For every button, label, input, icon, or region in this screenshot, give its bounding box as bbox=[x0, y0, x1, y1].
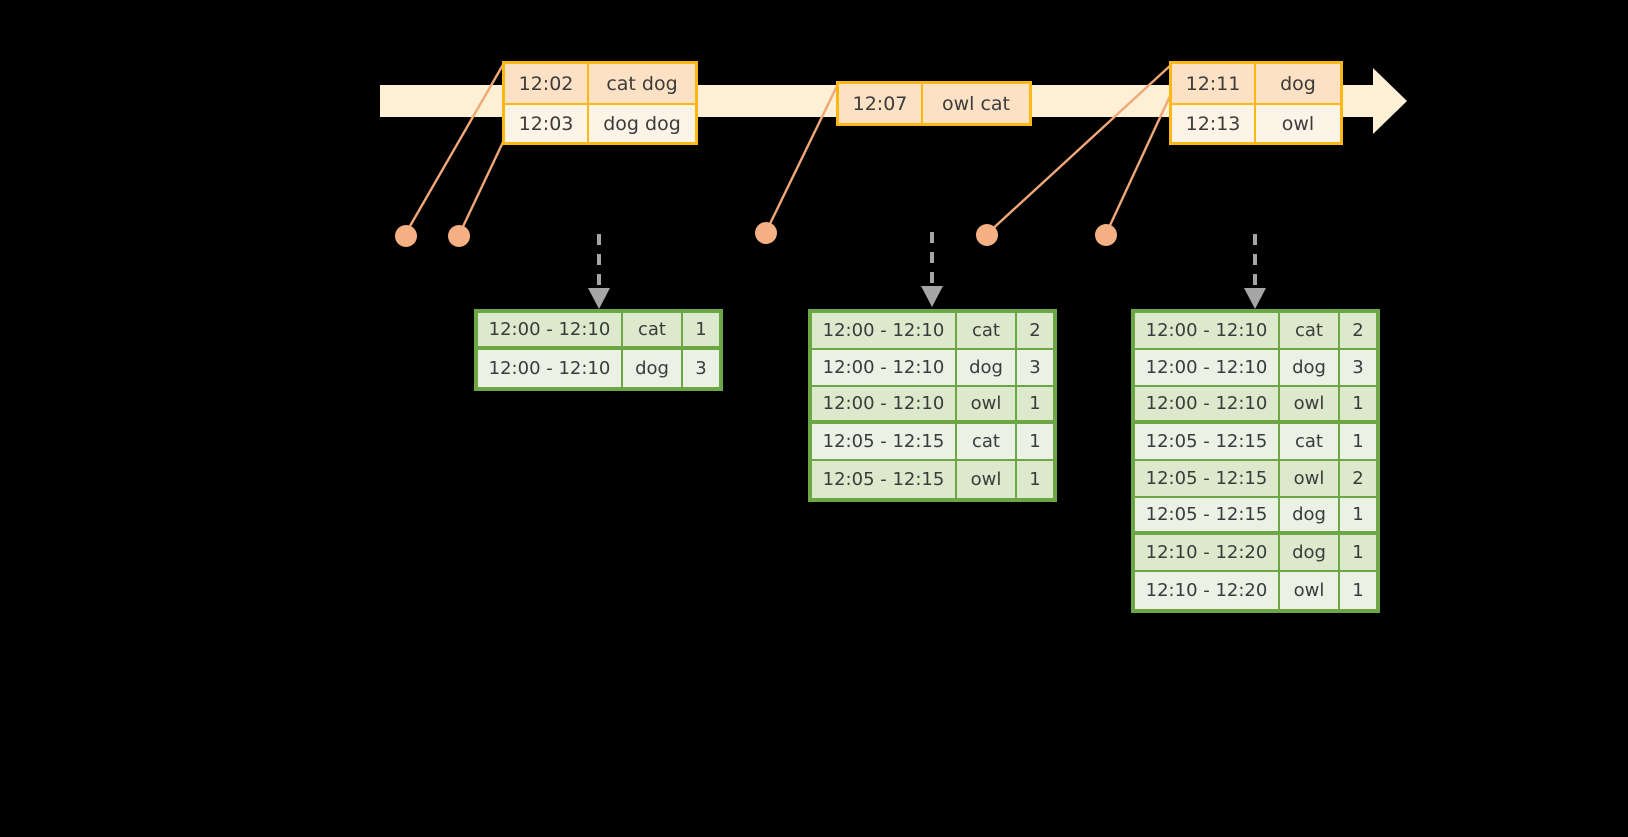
table-row: 12:10 - 12:20 dog 1 bbox=[1135, 535, 1376, 572]
result-arrow-1 bbox=[588, 234, 610, 309]
cell-count: 3 bbox=[1352, 357, 1364, 378]
table-row: 12:05 - 12:15 owl 1 bbox=[812, 461, 1053, 498]
event-dot-1 bbox=[395, 225, 417, 247]
cell-count: 1 bbox=[1352, 393, 1364, 414]
cell-key: dog bbox=[1280, 350, 1340, 385]
cell-window: 12:00 - 12:10 bbox=[812, 387, 957, 420]
cell-count: 3 bbox=[695, 358, 707, 379]
cell-key: cat bbox=[1280, 424, 1340, 459]
table-row: 12:00 - 12:10 cat 2 bbox=[812, 313, 1053, 350]
cell-count: 1 bbox=[1352, 431, 1364, 452]
result-arrow-2 bbox=[921, 232, 943, 307]
cell-window: 12:05 - 12:15 bbox=[1135, 498, 1280, 531]
event-message: owl cat bbox=[941, 92, 1011, 115]
event-dot-2 bbox=[448, 225, 470, 247]
cell-count: 1 bbox=[1352, 580, 1364, 601]
cell-key: owl bbox=[957, 387, 1017, 420]
event-dot-3 bbox=[755, 222, 777, 244]
cell-key: dog bbox=[623, 350, 683, 387]
cell-count: 1 bbox=[1029, 393, 1041, 414]
cell-window: 12:05 - 12:15 bbox=[1135, 424, 1280, 459]
result-arrows bbox=[588, 232, 1266, 309]
cell-key: owl bbox=[957, 461, 1017, 498]
table-row: 12:00 - 12:10 owl 1 bbox=[812, 387, 1053, 424]
result-table-1: 12:00 - 12:10 cat 1 12:00 - 12:10 dog 3 bbox=[474, 309, 723, 391]
table-row: 12:00 - 12:10 dog 3 bbox=[478, 350, 719, 387]
table-row: 12:05 - 12:15 owl 2 bbox=[1135, 461, 1376, 498]
cell-window: 12:00 - 12:10 bbox=[478, 313, 623, 346]
cell-count: 3 bbox=[1029, 357, 1041, 378]
table-row: 12:05 - 12:15 cat 1 bbox=[1135, 424, 1376, 461]
cell-window: 12:00 - 12:10 bbox=[1135, 313, 1280, 348]
event-time: 12:02 bbox=[505, 64, 589, 103]
cell-key: owl bbox=[1280, 572, 1340, 609]
event-box-2: 12:07 owl cat bbox=[836, 81, 1032, 126]
cell-window: 12:05 - 12:15 bbox=[1135, 461, 1280, 496]
cell-key: cat bbox=[957, 424, 1017, 459]
table-row: 12:05 - 12:15 cat 1 bbox=[812, 424, 1053, 461]
cell-window: 12:00 - 12:10 bbox=[812, 350, 957, 385]
event-row: 12:03 dog dog bbox=[505, 103, 695, 142]
cell-key: dog bbox=[957, 350, 1017, 385]
result-arrow-3 bbox=[1244, 234, 1266, 309]
cell-count: 2 bbox=[1029, 320, 1041, 341]
cell-count: 2 bbox=[1352, 468, 1364, 489]
cell-key: dog bbox=[1280, 535, 1340, 570]
cell-window: 12:00 - 12:10 bbox=[812, 313, 957, 348]
event-box-1: 12:02 cat dog 12:03 dog dog bbox=[502, 61, 698, 145]
table-row: 12:10 - 12:20 owl 1 bbox=[1135, 572, 1376, 609]
cell-count: 1 bbox=[1029, 469, 1041, 490]
cell-window: 12:00 - 12:10 bbox=[478, 350, 623, 387]
cell-key: owl bbox=[1280, 461, 1340, 496]
cell-window: 12:05 - 12:15 bbox=[812, 461, 957, 498]
cell-key: dog bbox=[1280, 498, 1340, 531]
event-time: 12:07 bbox=[839, 84, 923, 123]
event-time: 12:03 bbox=[505, 105, 589, 142]
cell-window: 12:00 - 12:10 bbox=[1135, 350, 1280, 385]
cell-count: 2 bbox=[1352, 320, 1364, 341]
table-row: 12:00 - 12:10 dog 3 bbox=[812, 350, 1053, 387]
cell-window: 12:00 - 12:10 bbox=[1135, 387, 1280, 420]
event-message: owl bbox=[1281, 112, 1315, 135]
event-dot-4 bbox=[976, 224, 998, 246]
cell-window: 12:10 - 12:20 bbox=[1135, 572, 1280, 609]
cell-key: owl bbox=[1280, 387, 1340, 420]
event-row: 12:13 owl bbox=[1172, 103, 1340, 142]
table-row: 12:00 - 12:10 cat 1 bbox=[478, 313, 719, 350]
event-message: dog dog bbox=[603, 112, 681, 135]
result-table-2: 12:00 - 12:10 cat 2 12:00 - 12:10 dog 3 … bbox=[808, 309, 1057, 502]
cell-count: 1 bbox=[1029, 431, 1041, 452]
cell-count: 1 bbox=[1352, 504, 1364, 525]
event-row: 12:11 dog bbox=[1172, 64, 1340, 103]
table-row: 12:00 - 12:10 cat 2 bbox=[1135, 313, 1376, 350]
event-row: 12:02 cat dog bbox=[505, 64, 695, 103]
event-dot-5 bbox=[1095, 224, 1117, 246]
event-message: dog bbox=[1280, 72, 1316, 95]
cell-count: 1 bbox=[695, 319, 707, 340]
result-table-3: 12:00 - 12:10 cat 2 12:00 - 12:10 dog 3 … bbox=[1131, 309, 1380, 613]
cell-count: 1 bbox=[1352, 542, 1364, 563]
event-row: 12:07 owl cat bbox=[839, 84, 1029, 123]
event-time: 12:13 bbox=[1172, 105, 1256, 142]
table-row: 12:00 - 12:10 dog 3 bbox=[1135, 350, 1376, 387]
cell-window: 12:10 - 12:20 bbox=[1135, 535, 1280, 570]
event-box-3: 12:11 dog 12:13 owl bbox=[1169, 61, 1343, 145]
event-message: cat dog bbox=[606, 72, 678, 95]
cell-key: cat bbox=[623, 313, 683, 346]
cell-window: 12:05 - 12:15 bbox=[812, 424, 957, 459]
table-row: 12:05 - 12:15 dog 1 bbox=[1135, 498, 1376, 535]
cell-key: cat bbox=[957, 313, 1017, 348]
table-row: 12:00 - 12:10 owl 1 bbox=[1135, 387, 1376, 424]
cell-key: cat bbox=[1280, 313, 1340, 348]
event-time: 12:11 bbox=[1172, 64, 1256, 103]
event-dots bbox=[395, 222, 1117, 247]
